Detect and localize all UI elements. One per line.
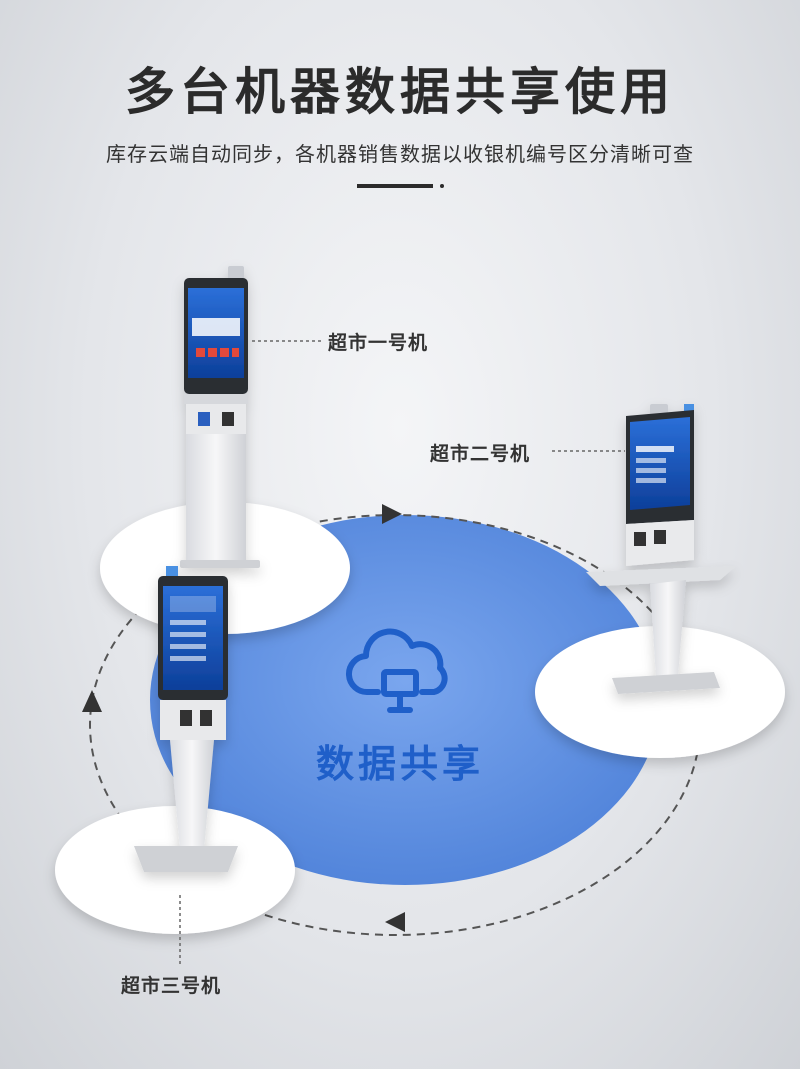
page-subtitle: 库存云端自动同步，各机器销售数据以收银机编号区分清晰可查: [106, 142, 694, 166]
machine-label-2: 超市二号机: [430, 443, 531, 465]
platform-2: [535, 626, 785, 758]
flow-arrow-top: [382, 504, 402, 524]
kiosk-1: [180, 266, 260, 568]
data-share-label: 数据共享: [315, 742, 484, 786]
title-divider: [357, 184, 433, 188]
kiosk-2: [586, 404, 736, 694]
cloud-computer-icon: [345, 628, 448, 713]
machine-label-3: 超市三号机: [121, 975, 222, 997]
page-title: 多台机器数据共享使用: [125, 63, 675, 121]
flow-arrow-left: [82, 690, 102, 712]
flow-arrow-bottom: [385, 912, 405, 932]
kiosk-3: [134, 566, 238, 872]
machine-label-1: 超市一号机: [328, 332, 429, 354]
title-divider-dot: [440, 184, 444, 188]
